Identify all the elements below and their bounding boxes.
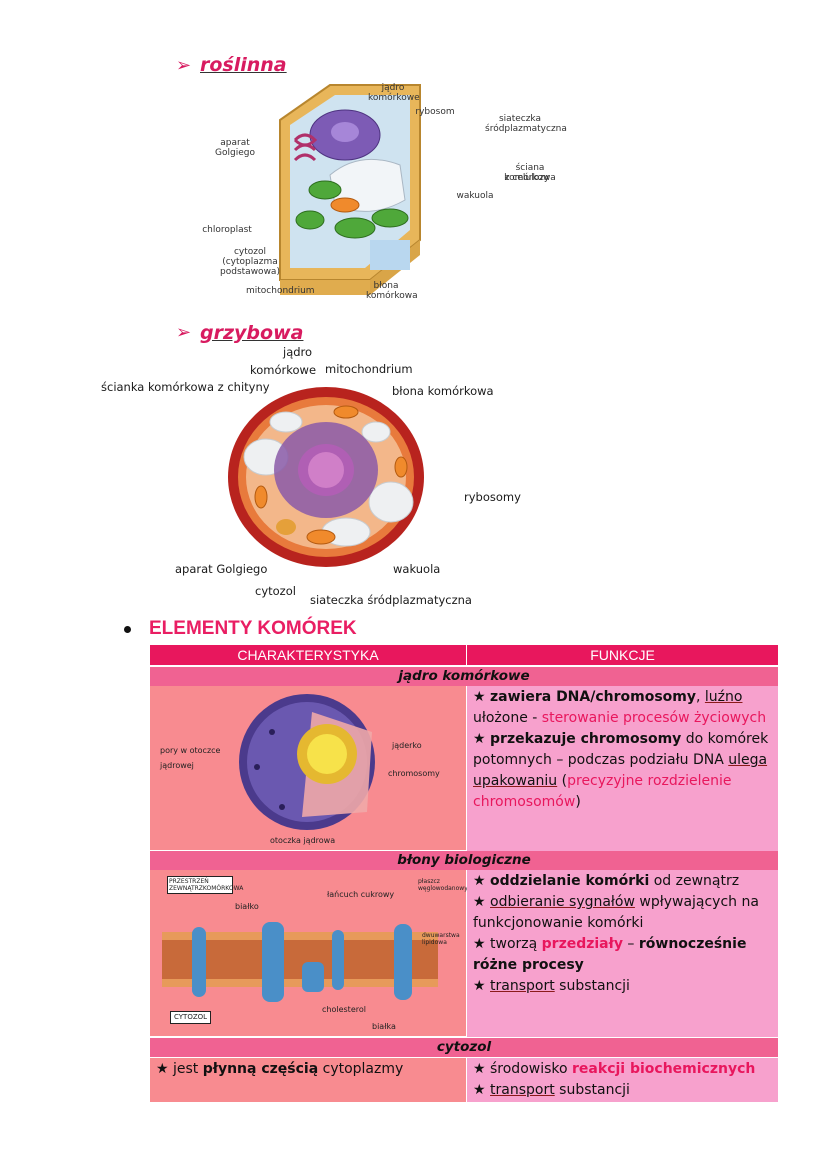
plant-label-chloroplast: chloroplast — [202, 225, 252, 235]
membrane-function-1: ★ oddzielanie komórki od zewnątrz — [473, 873, 740, 889]
column-header-functions: FUNKCJE — [467, 645, 778, 665]
nucleus-label-envelope: otoczka jądrowa — [270, 836, 336, 845]
membrane-illustration — [162, 922, 438, 1002]
fungal-label-membrane: błona komórkowa — [392, 384, 494, 398]
plant-label-wall2: z celulozy — [504, 173, 550, 183]
membrane-function-4: ★ transport substancji — [473, 978, 630, 994]
membrane-label-protein: białko — [235, 902, 259, 911]
fungal-label-cytosol: cytozol — [255, 584, 296, 598]
fungal-label-mito: mitochondrium — [325, 362, 413, 376]
nucleus-illustration — [239, 694, 375, 830]
cytosol-functions-cell: ★ środowisko reakcji biochemicznych ★ tr… — [467, 1058, 778, 1102]
fungal-label-ribosomes: rybosomy — [464, 490, 521, 504]
membrane-label-cytosol: CYTOZOL — [170, 1011, 212, 1024]
plant-label-er: siateczka śródplazmatyczna — [485, 114, 567, 134]
fungal-label-nucleus-2: komórkowe — [250, 363, 317, 377]
plant-label-mito: mitochondrium — [246, 286, 315, 296]
membrane-label-outside: PRZESTRZEŃ ZEWNĄTRZKOMÓRKOWA — [167, 876, 244, 894]
plant-label-cytosol: cytozol (cytoplazma podstawowa) — [220, 247, 280, 277]
nucleus-label-pores-2: jądrowej — [160, 761, 194, 770]
fungal-label-vacuole: wakuola — [393, 562, 441, 576]
nucleus-label-nucleolus: jąderko — [392, 741, 422, 750]
plant-cell-heading: roślinna — [200, 54, 287, 76]
cytosol-function-2: ★ transport substancji — [473, 1082, 630, 1098]
cytosol-characteristic-1: ★ jest płynną częścią cytoplazmy — [156, 1061, 404, 1077]
arrow-bullet-icon: ➢ — [176, 322, 192, 343]
section-title-cytosol: cytozol — [150, 1038, 778, 1057]
plant-label-nucleus: jądro komórkowe — [368, 83, 420, 103]
plant-label-vacuole: wakuola — [456, 191, 494, 201]
cytosol-characteristics-cell: ★ jest płynną częścią cytoplazmy — [150, 1058, 466, 1102]
cytosol-function-1: ★ środowisko reakcji biochemicznych — [473, 1061, 756, 1077]
plant-label-membrane: błona komórkowa — [366, 281, 418, 301]
plant-label-golgi: aparat Golgiego — [215, 138, 255, 158]
fungal-cell-heading: grzybowa — [200, 322, 304, 344]
fungal-label-wall: ścianka komórkowa z chityny — [101, 380, 270, 394]
fungal-cell-illustration — [228, 387, 424, 567]
membrane-label-sugar: łańcuch cukrowy — [327, 890, 395, 899]
column-header-characteristics: CHARAKTERYSTYKA — [150, 645, 466, 665]
nucleus-label-chromosome: chromosomy — [388, 769, 440, 778]
fungal-label-nucleus-1: jądro — [283, 345, 313, 359]
plant-cell-illustration — [279, 84, 421, 295]
plant-label-ribosome: rybosom — [415, 107, 455, 117]
membrane-label-cholesterol: cholesterol — [322, 1005, 366, 1014]
nucleus-label-pores-1: pory w otoczce — [160, 746, 221, 755]
elements-title: ELEMENTY KOMÓREK — [149, 618, 357, 639]
fungal-label-er: siateczka śródplazmatyczna — [310, 593, 472, 607]
membrane-label-lipid-layer: płaszcz węglowodanowy — [418, 878, 468, 892]
list-bullet — [124, 626, 131, 633]
plant-label-wall: ściana komórkowa — [504, 163, 556, 183]
nucleus-characteristics-cell: pory w otoczce jądrowej jąderko chromoso… — [150, 686, 466, 850]
section-title-membranes: błony biologiczne — [150, 851, 778, 870]
section-title-nucleus: jądro komórkowe — [150, 667, 778, 686]
membrane-label-bilayer: dwuwarstwa lipidowa — [422, 932, 460, 946]
arrow-bullet-icon: ➢ — [176, 55, 192, 76]
membranes-functions-cell: ★ oddzielanie komórki od zewnątrz ★ odbi… — [467, 870, 778, 1037]
fungal-label-golgi: aparat Golgiego — [175, 562, 268, 576]
membranes-characteristics-cell: PRZESTRZEŃ ZEWNĄTRZKOMÓRKOWA białko łańc… — [150, 870, 468, 1036]
membrane-label-proteins: białka — [372, 1022, 396, 1031]
